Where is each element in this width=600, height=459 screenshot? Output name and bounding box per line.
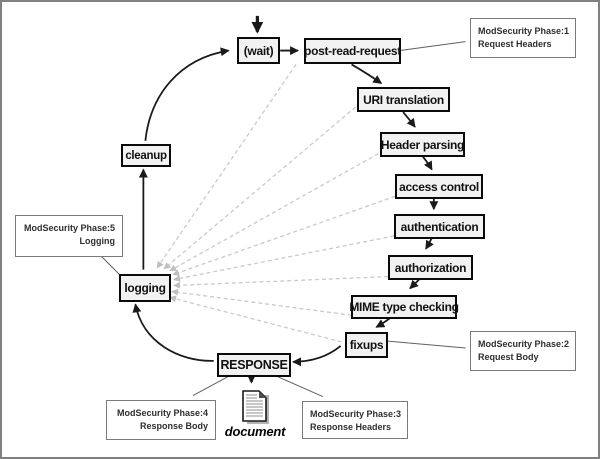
document-icon (242, 390, 269, 424)
node-mime-type-checking: MIME type checking (349, 295, 459, 319)
node-header-parsing: Header parsing (380, 132, 465, 157)
annotation-modsecurity-phase5: ModSecurity Phase:5 Logging (15, 215, 123, 257)
annotation-modsecurity-phase3: ModSecurity Phase:3 Response Headers (302, 401, 408, 439)
node-cleanup: cleanup (121, 144, 171, 167)
node-wait: (wait) (237, 37, 280, 64)
node-post-read-request: post-read-request (304, 38, 401, 64)
annotation-line: Request Body (478, 352, 539, 363)
annotation-connector-lines (99, 41, 466, 397)
annotation-line: ModSecurity Phase:4 (116, 408, 208, 418)
node-authentication: authentication (394, 214, 485, 239)
node-fixups: fixups (345, 332, 388, 358)
annotation-line: ModSecurity Phase:3 (310, 409, 402, 419)
node-response: RESPONSE (217, 353, 291, 377)
annotation-line: Request Headers (478, 39, 552, 50)
annotation-line: Logging (79, 236, 116, 247)
annotation-line: ModSecurity Phase:1 (478, 26, 570, 36)
node-access-control: access control (395, 174, 483, 199)
annotation-line: Response Body (139, 421, 208, 432)
annotation-line: ModSecurity Phase:2 (478, 339, 570, 349)
document-label: document (224, 424, 286, 439)
annotation-modsecurity-phase1: ModSecurity Phase:1 Request Headers (470, 18, 576, 58)
node-uri-translation: URI translation (357, 87, 450, 112)
node-logging: logging (119, 274, 171, 302)
node-authorization: authorization (388, 255, 473, 280)
annotation-line: Response Headers (310, 422, 392, 433)
dashed-logging-links (156, 64, 396, 343)
annotation-modsecurity-phase2: ModSecurity Phase:2 Request Body (470, 331, 576, 371)
annotation-modsecurity-phase4: ModSecurity Phase:4 Response Body (106, 400, 216, 440)
annotation-line: ModSecurity Phase:5 (23, 223, 115, 233)
